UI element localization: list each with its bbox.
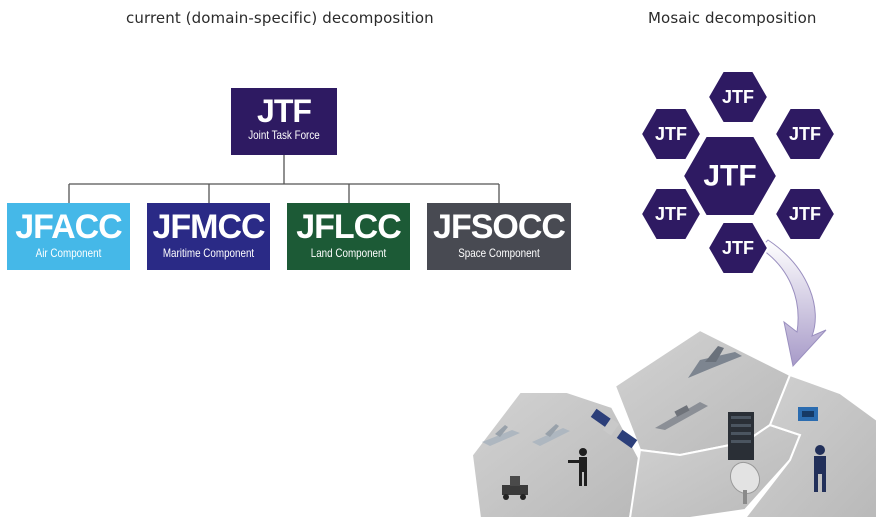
jflcc-box: JFLCC Land Component <box>287 203 410 270</box>
jfsocc-full-name: Space Component <box>458 246 540 260</box>
ship-icon <box>655 402 708 430</box>
mosaic-hex-upper-right-label: JTF <box>789 124 821 144</box>
mosaic-hex-bottom-label: JTF <box>722 238 754 258</box>
tile-far-right <box>743 373 877 518</box>
mosaic-hex-bottom <box>706 221 770 275</box>
mosaic-arrow <box>759 239 827 368</box>
aircraft-icon <box>688 346 742 378</box>
mosaic-hex-lower-right-label: JTF <box>789 204 821 224</box>
jfmcc-full-name: Maritime Component <box>162 246 255 260</box>
mosaic-hex-lower-left <box>639 187 703 241</box>
mosaic-hex-top <box>706 70 770 124</box>
tile-left <box>470 391 642 518</box>
jfsocc-box: JFSOCC Space Component <box>427 203 571 270</box>
jflcc-full-name: Land Component <box>310 246 387 260</box>
mosaic-decomposition-heading: Mosaic decomposition <box>648 9 817 27</box>
jfacc-box: JFACC Air Component <box>7 203 130 270</box>
mosaic-center-hex <box>681 135 779 217</box>
jflcc-abbr: JFLCC <box>296 208 402 246</box>
mosaic-hex-lower-left-label: JTF <box>655 204 687 224</box>
jtf-root-box: JTF Joint Task Force <box>231 88 337 155</box>
jtf-abbr: JTF <box>257 93 312 129</box>
mosaic-center-label: JTF <box>703 160 756 193</box>
asset-mosaic-tiles <box>470 328 877 518</box>
jtf-full-name: Joint Task Force <box>248 128 320 142</box>
current-decomposition-heading: current (domain-specific) decomposition <box>126 9 434 27</box>
jfmcc-abbr: JFMCC <box>152 208 265 246</box>
mosaic-hex-lower-right <box>773 187 837 241</box>
satellite-dish-icon <box>729 461 761 504</box>
mosaic-hex-upper-right <box>773 107 837 161</box>
jfacc-full-name: Air Component <box>35 246 102 260</box>
soldier-icon <box>568 448 587 486</box>
mosaic-hex-top-label: JTF <box>722 87 754 107</box>
server-rack-icon <box>728 412 754 460</box>
drone-icon <box>532 424 570 446</box>
mosaic-hex-upper-left <box>639 107 703 161</box>
satellite-icon <box>590 408 638 449</box>
jfsocc-abbr: JFSOCC <box>433 208 566 246</box>
mosaic-hex-cluster: JTF JTF JTF JTF JTF JTF JTF <box>639 70 837 275</box>
person-icon <box>814 445 826 492</box>
jfmcc-box: JFMCC Maritime Component <box>147 203 270 270</box>
robot-vehicle-icon <box>502 476 528 500</box>
drone-icon <box>482 425 520 446</box>
jfacc-abbr: JFACC <box>15 208 122 246</box>
sensor-icon <box>798 407 818 421</box>
mosaic-hex-upper-left-label: JTF <box>655 124 687 144</box>
